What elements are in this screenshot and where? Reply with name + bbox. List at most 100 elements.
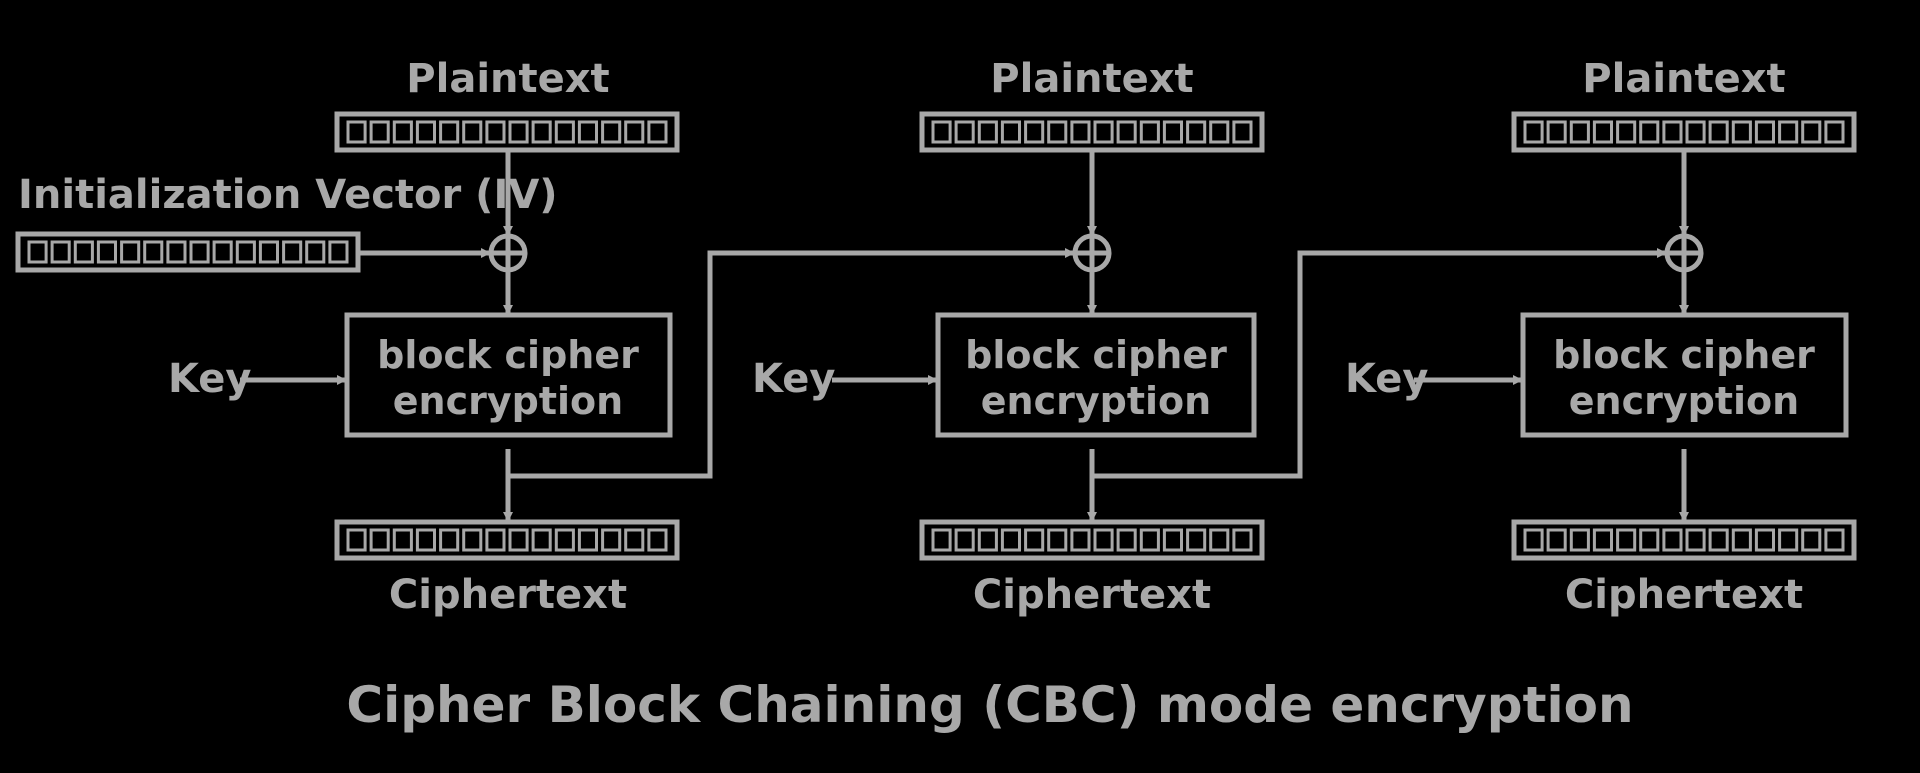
block-cell: [96, 240, 118, 264]
block-cell: [212, 240, 233, 264]
xor-circle-plus-icon: [1072, 233, 1112, 273]
plaintext-label: Plaintext: [406, 56, 609, 102]
block-cell: [1731, 120, 1752, 144]
ciphertext-label: Ciphertext: [1565, 572, 1803, 618]
block-cell: [1024, 528, 1045, 552]
block-cell: [1116, 120, 1137, 144]
plaintext-block: [334, 111, 680, 153]
block-cell: [73, 240, 94, 264]
block-cell: [1662, 528, 1683, 552]
block-cell: [328, 240, 349, 264]
block-cell: [1186, 120, 1207, 144]
block-cell: [305, 240, 326, 264]
block-cell: [1685, 120, 1706, 144]
block-cell: [1186, 528, 1207, 552]
block-cell: [954, 528, 975, 552]
block-cell: [531, 120, 552, 144]
block-cell: [415, 120, 436, 144]
block-cell: [1139, 120, 1160, 144]
block-cell: [1232, 120, 1253, 144]
block-cipher-box: [1520, 312, 1849, 438]
block-cell: [1047, 120, 1068, 144]
block-cell: [577, 528, 599, 552]
block-cell: [439, 528, 460, 552]
chaining-feedback-arrow: [1092, 248, 1667, 479]
block-cell: [346, 120, 367, 144]
block-cell: [624, 120, 645, 144]
block-cell: [647, 528, 668, 552]
block-cipher-label-line2: encryption: [1569, 379, 1799, 423]
block-outline: [1511, 111, 1857, 153]
block-outline: [15, 231, 361, 273]
block-cell: [1569, 528, 1590, 552]
block-cell: [1569, 120, 1590, 144]
block-cipher-label-line1: block cipher: [965, 333, 1227, 377]
block-cell: [977, 528, 998, 552]
block-cell: [485, 528, 506, 552]
block-cell: [1546, 120, 1567, 144]
block-cell: [235, 240, 256, 264]
ciphertext-block: [919, 519, 1265, 561]
block-outline: [334, 111, 680, 153]
block-cell: [392, 528, 413, 552]
block-cell: [1639, 120, 1660, 144]
block-cell: [1754, 120, 1776, 144]
block-cell: [577, 120, 599, 144]
block-cell: [1523, 120, 1544, 144]
block-cell: [1070, 120, 1091, 144]
block-cell: [1024, 120, 1045, 144]
block-cipher-label-line2: encryption: [981, 379, 1211, 423]
block-cell: [1801, 120, 1822, 144]
block-cell: [1662, 120, 1683, 144]
block-cell: [601, 528, 622, 552]
block-cell: [1093, 120, 1114, 144]
block-cell: [1000, 528, 1022, 552]
stage-2: Plaintext block cipher encryption Key Ci…: [752, 56, 1265, 618]
block-cell: [1000, 120, 1022, 144]
block-cell: [462, 528, 483, 552]
block-cipher-box: [344, 312, 673, 438]
key-label: Key: [1345, 356, 1429, 402]
stage-1: Plaintext block cipher encryption Key Ci…: [168, 56, 680, 618]
ciphertext-block: [334, 519, 680, 561]
block-cell: [189, 240, 210, 264]
block-outline: [334, 519, 680, 561]
block-outline: [919, 111, 1265, 153]
ciphertext-block: [1511, 519, 1857, 561]
block-cell: [27, 240, 48, 264]
plaintext-label: Plaintext: [1582, 56, 1785, 102]
block-cell: [143, 240, 164, 264]
block-cell: [485, 120, 506, 144]
block-cell: [931, 528, 952, 552]
ciphertext-label: Ciphertext: [973, 572, 1211, 618]
block-cell: [392, 120, 413, 144]
connectors: [240, 150, 1689, 522]
block-cell: [624, 528, 645, 552]
block-cell: [258, 240, 279, 264]
block-outline: [919, 519, 1265, 561]
block-cell: [1232, 528, 1253, 552]
block-cipher-label-line2: encryption: [393, 379, 623, 423]
block-cell: [346, 528, 367, 552]
block-cell: [1116, 528, 1137, 552]
block-cell: [1162, 120, 1184, 144]
block-cell: [1209, 120, 1230, 144]
iv-label: Initialization Vector (IV): [18, 172, 558, 218]
block-cell: [647, 120, 668, 144]
block-cell: [1093, 528, 1114, 552]
block-cell: [1639, 528, 1660, 552]
chaining-feedback-arrow: [508, 248, 1075, 479]
block-cell: [1731, 528, 1752, 552]
block-cell: [977, 120, 998, 144]
block-cell: [1162, 528, 1184, 552]
block-cell: [1708, 528, 1729, 552]
block-cell: [369, 528, 390, 552]
ciphertext-label: Ciphertext: [389, 572, 627, 618]
block-cell: [1592, 120, 1614, 144]
block-cipher-label-line1: block cipher: [1553, 333, 1815, 377]
block-cell: [1592, 528, 1614, 552]
block-cell: [1139, 528, 1160, 552]
block-cell: [554, 120, 575, 144]
plaintext-block: [1511, 111, 1857, 153]
